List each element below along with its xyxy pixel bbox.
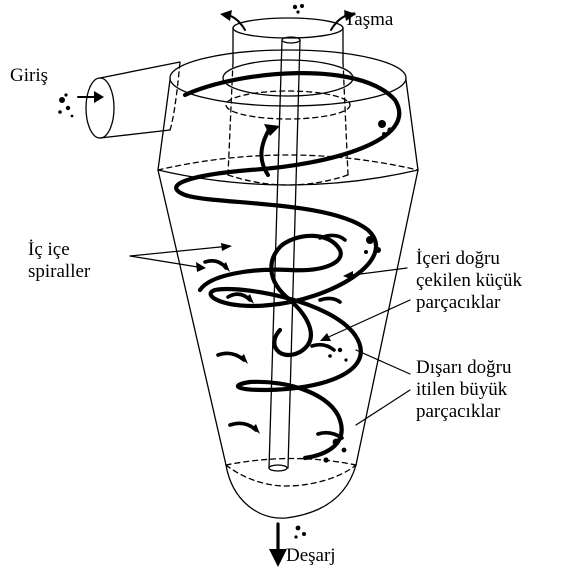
overflow-label: Taşma (344, 9, 393, 31)
outward-line-2: itilen büyük (416, 379, 512, 401)
overflow-arrowhead-left (220, 10, 232, 21)
nested-spirals-line-2: spiraller (28, 261, 90, 283)
inward-line-3: parçacıklar (416, 292, 522, 314)
overflow-arrows (228, 15, 348, 30)
vortex-finder (233, 18, 343, 62)
inlet-label: Giriş (10, 65, 48, 87)
outward-line-3: parçacıklar (416, 401, 512, 423)
outer-spiral (176, 73, 399, 458)
nested-spirals-line-1: İç içe (28, 239, 90, 261)
outward-line-1: Dışarı doğru (416, 357, 512, 379)
nested-spirals-label: İç içe spiraller (28, 239, 90, 283)
inward-small-particles-label: İçeri doğru çekilen küçük parçacıklar (416, 248, 522, 314)
outward-large-particles-label: Dışarı doğru itilen büyük parçacıklar (416, 357, 512, 423)
inlet-arrowhead (94, 91, 104, 103)
leader-arrowhead-2 (221, 243, 232, 251)
discharge-label: Deşarj (286, 545, 336, 567)
inward-line-2: çekilen küçük (416, 270, 522, 292)
inlet-duct (86, 62, 180, 138)
inward-line-1: İçeri doğru (416, 248, 522, 270)
discharge-arrowhead (269, 549, 287, 567)
